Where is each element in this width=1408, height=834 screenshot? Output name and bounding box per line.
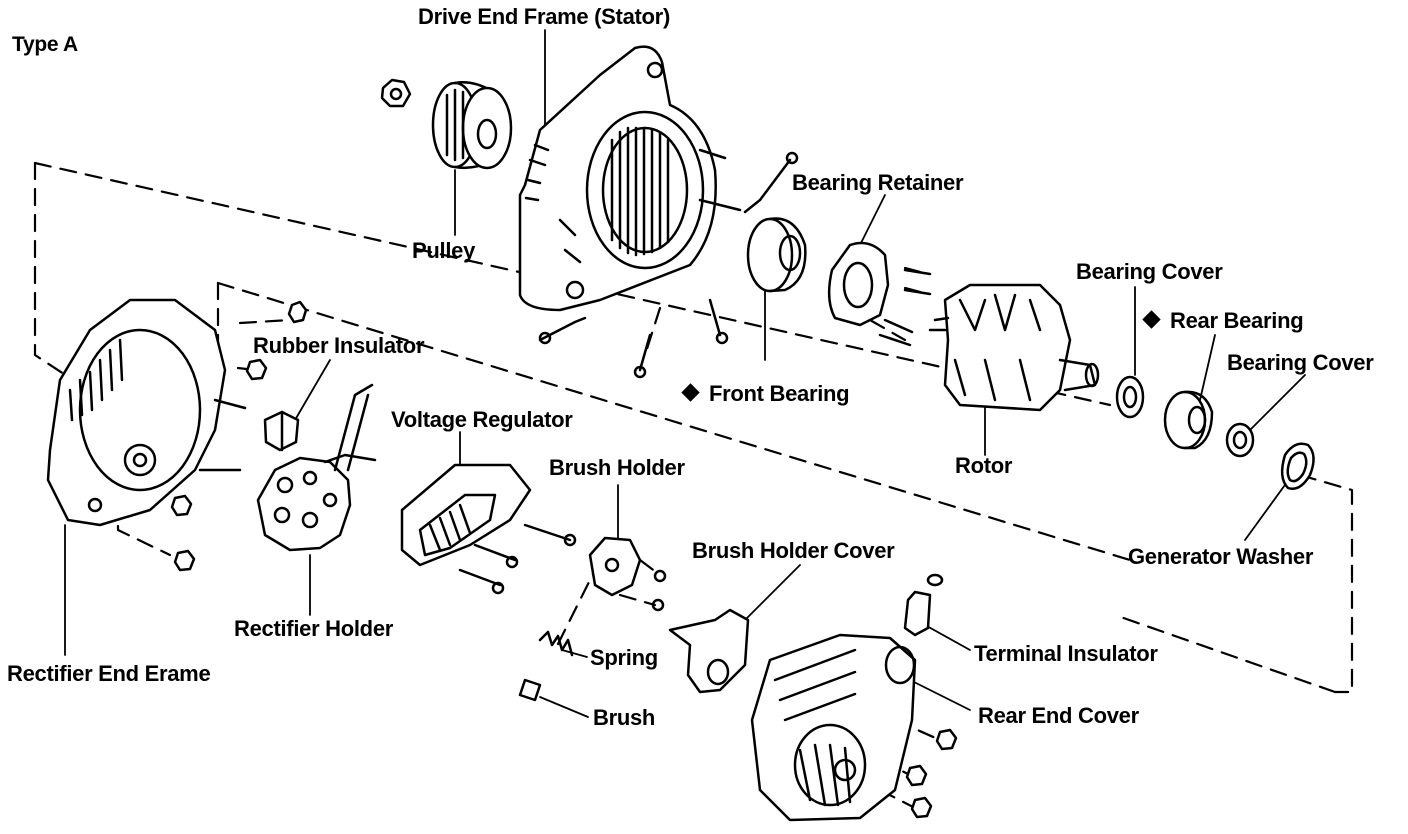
label-brush-holder-cover: Brush Holder Cover bbox=[692, 538, 895, 563]
rubber-insulator bbox=[263, 410, 300, 452]
rear-end-cover bbox=[750, 633, 958, 822]
terminal-insulator bbox=[903, 573, 944, 637]
brush bbox=[518, 678, 542, 702]
label-rubber-insulator: Rubber Insulator bbox=[253, 333, 425, 358]
label-rear-bearing: Rear Bearing bbox=[1142, 308, 1304, 333]
label-bearing-cover-top: Bearing Cover bbox=[1076, 259, 1223, 284]
front-bearing bbox=[746, 217, 807, 293]
label-front-bearing-text: Front Bearing bbox=[709, 381, 850, 406]
label-generator-washer: Generator Washer bbox=[1128, 544, 1314, 569]
label-front-bearing: Front Bearing bbox=[681, 381, 850, 406]
label-rectifier-end-frame: Rectifier End Erame bbox=[7, 661, 211, 686]
drive-end-frame bbox=[518, 45, 742, 312]
label-voltage-regulator: Voltage Regulator bbox=[391, 407, 573, 432]
label-rotor: Rotor bbox=[955, 453, 1013, 478]
pulley-nut bbox=[380, 78, 412, 108]
brush-holder-cover bbox=[668, 608, 750, 694]
type-label: Type A bbox=[12, 33, 78, 56]
generator-washer bbox=[1280, 442, 1315, 490]
label-pulley: Pulley bbox=[412, 238, 476, 263]
label-rear-bearing-text: Rear Bearing bbox=[1170, 308, 1304, 333]
rectifier-end-frame bbox=[46, 298, 247, 527]
label-terminal-insulator: Terminal Insulator bbox=[974, 641, 1158, 666]
diamond-marker-icon bbox=[681, 383, 700, 402]
pulley bbox=[431, 81, 513, 170]
label-bearing-retainer: Bearing Retainer bbox=[792, 170, 964, 195]
label-rectifier-holder: Rectifier Holder bbox=[234, 616, 394, 641]
bearing-cover-right bbox=[1225, 422, 1255, 458]
rear-bearing bbox=[1163, 390, 1214, 450]
label-spring: Spring bbox=[590, 645, 658, 670]
label-rear-end-cover: Rear End Cover bbox=[978, 703, 1139, 728]
label-brush: Brush bbox=[593, 705, 656, 730]
rotor bbox=[928, 283, 1100, 412]
bearing-retainer bbox=[827, 241, 932, 347]
diamond-marker-icon bbox=[1142, 310, 1161, 329]
voltage-regulator bbox=[400, 463, 577, 595]
drive-end-screws bbox=[538, 151, 799, 379]
brush-holder bbox=[588, 536, 667, 612]
spring bbox=[538, 630, 574, 657]
label-drive-end-frame: Drive End Frame (Stator) bbox=[418, 4, 670, 29]
bearing-cover-left bbox=[1115, 375, 1145, 419]
label-brush-holder: Brush Holder bbox=[549, 455, 685, 480]
label-bearing-cover-right: Bearing Cover bbox=[1227, 350, 1374, 375]
leader-lines bbox=[64, 29, 1306, 718]
rectifier-nuts bbox=[170, 300, 308, 572]
rectifier-holder bbox=[256, 383, 377, 552]
